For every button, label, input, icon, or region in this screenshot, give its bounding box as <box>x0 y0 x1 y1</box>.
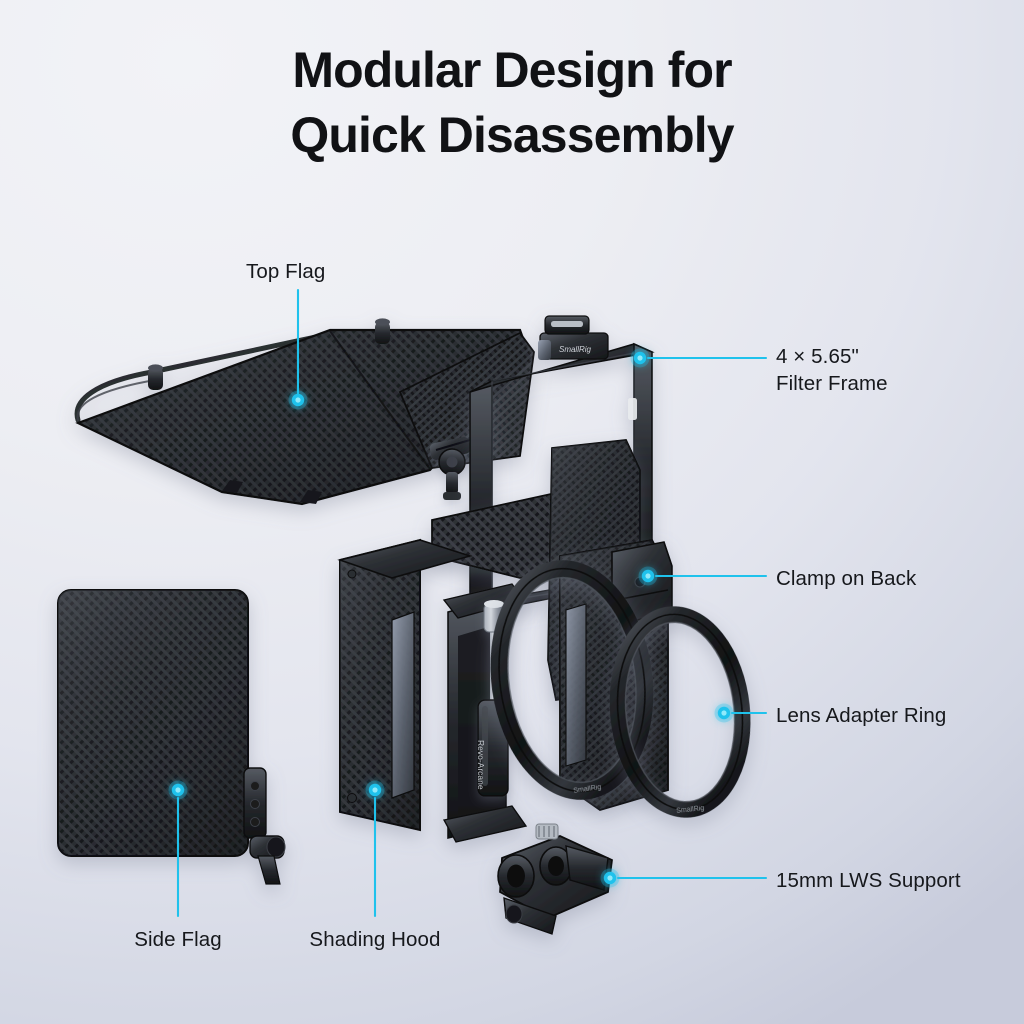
lens-adapter-ring-front: SmallRig <box>609 606 751 818</box>
title-line-2: Quick Disassembly <box>290 107 734 163</box>
brand-mark-top: SmallRig <box>559 345 592 354</box>
callout-side-flag: Side Flag <box>134 928 222 951</box>
side-flag-panel <box>57 589 286 885</box>
top-flag-tilt-clamp <box>429 436 471 500</box>
page-title: Modular Design for Quick Disassembly <box>0 38 1024 168</box>
brand-mark-ring-rear: SmallRig <box>573 784 602 795</box>
top-flag-knob-right <box>375 318 390 344</box>
callout-clamp-on-back: Clamp on Back <box>776 567 917 590</box>
callout-filter-frame: 4 × 5.65" Filter Frame <box>776 345 888 396</box>
lens-adapter-ring-rear: SmallRig <box>490 560 654 800</box>
callout-shading-hood: Shading Hood <box>309 928 441 951</box>
top-flag-panel <box>74 318 535 506</box>
brand-mark-rod: Revo-Arcane <box>476 740 486 790</box>
lws-support-bracket <box>497 823 613 935</box>
title-line-1: Modular Design for <box>292 42 732 98</box>
callout-top-flag: Top Flag <box>246 260 326 283</box>
top-flag-knob-left <box>148 364 163 390</box>
callout-lens-adapter-ring: Lens Adapter Ring <box>776 704 947 727</box>
callout-lws-support: 15mm LWS Support <box>776 869 961 892</box>
filter-frame-top-tag: SmallRig <box>538 315 609 360</box>
brand-mark-ring-front: SmallRig <box>676 805 705 815</box>
